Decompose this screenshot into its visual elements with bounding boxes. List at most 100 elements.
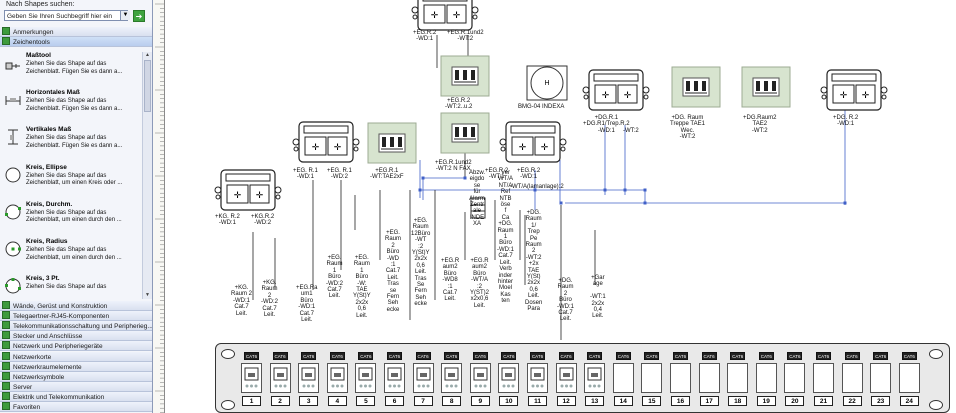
port-number: 12 xyxy=(556,396,576,406)
stencil-category[interactable]: Favoriten xyxy=(0,402,152,412)
patch-port[interactable] xyxy=(784,363,806,393)
patch-port[interactable] xyxy=(813,363,834,393)
patch-port[interactable] xyxy=(612,363,634,393)
search-dropdown-button[interactable]: ▼ xyxy=(120,11,130,20)
shape-list-scrollbar[interactable]: ▲ ▼ xyxy=(142,52,152,299)
outlet-label: +EG.R.1 -WT:TAE2xF xyxy=(370,168,404,181)
cable-label: Ver WT/A NT/A Ref NTB öse f Ca +DG. Raum… xyxy=(497,170,514,305)
stencil-category[interactable]: Stecker und Anschlüsse xyxy=(0,331,152,342)
smoke-detector-icon[interactable]: H xyxy=(525,64,569,109)
stencil-icon xyxy=(2,371,10,380)
patch-port[interactable] xyxy=(698,363,720,393)
port-category-badge: CAT6 xyxy=(816,352,831,360)
svg-text:✛: ✛ xyxy=(519,143,527,153)
tae-outlet[interactable] xyxy=(671,66,721,113)
patch-port[interactable] xyxy=(441,363,463,393)
stencil-category[interactable]: Netzwerksymbole xyxy=(0,371,152,382)
scroll-down-icon[interactable]: ▼ xyxy=(145,292,150,298)
port-category-badge: CAT6 xyxy=(501,352,517,360)
stencil-icon xyxy=(2,361,10,370)
network-outlet-double[interactable]: ✛ ✛ xyxy=(291,120,361,169)
patch-port[interactable] xyxy=(555,363,577,393)
scrollbar-thumb[interactable] xyxy=(144,60,151,112)
stencil-category-label: Wände, Gerüst und Konstruktion xyxy=(13,303,108,310)
stencil-category-label: Netzwerk und Peripheriegeräte xyxy=(13,343,103,351)
port-number: 17 xyxy=(699,396,719,406)
network-outlet-double[interactable]: ✛ ✛ xyxy=(410,0,480,37)
search-go-button[interactable]: ➔ xyxy=(133,10,145,22)
patch-port[interactable] xyxy=(670,363,691,393)
search-input[interactable]: Geben Sie Ihren Suchbegriff hier ein xyxy=(4,10,128,21)
shape-description: Ziehen Sie das Shape auf das Zeichenblat… xyxy=(26,61,123,75)
shape-item[interactable]: Horizontales Maß Ziehen Sie das Shape au… xyxy=(0,89,142,127)
svg-text:✛: ✛ xyxy=(312,143,320,153)
patch-port[interactable] xyxy=(355,363,377,393)
patch-port[interactable] xyxy=(326,363,348,393)
category-zeichentools[interactable]: Zeichentools xyxy=(0,37,152,47)
stencil-category[interactable]: Netzwerkorte xyxy=(0,351,152,362)
port-number: 14 xyxy=(613,396,633,406)
outlet-label: -WT:2 xyxy=(623,128,639,134)
network-outlet-double[interactable]: ✛ ✛ xyxy=(213,168,283,217)
circle-radius-icon xyxy=(4,240,22,258)
patch-port[interactable] xyxy=(755,363,777,393)
svg-text:✛: ✛ xyxy=(453,11,461,21)
network-outlet-double[interactable]: ✛ ✛ xyxy=(581,68,651,117)
port-number: 3 xyxy=(299,396,319,406)
patch-port[interactable] xyxy=(727,363,749,393)
stencil-category[interactable]: Wände, Gerüst und Konstruktion xyxy=(0,301,152,311)
tae-outlet[interactable] xyxy=(741,66,791,113)
shape-description: Ziehen Sie das Shape auf das Zeichenblat… xyxy=(26,209,122,224)
stencil-category[interactable]: Netzwerk und Peripheriegeräte xyxy=(0,341,152,352)
port-category-badge: CAT6 xyxy=(787,352,803,360)
port-category-badge: CAT6 xyxy=(701,352,717,360)
port-number: 18 xyxy=(728,396,748,406)
stencil-icon xyxy=(2,341,10,350)
patch-port[interactable] xyxy=(841,363,863,393)
patch-port[interactable] xyxy=(384,363,405,393)
stencil-category[interactable]: Telekommunikationsschaltung und Peripher… xyxy=(0,321,152,332)
stencil-category[interactable]: Netzwerkraumelemente xyxy=(0,361,152,372)
shape-item[interactable]: Maßtool Ziehen Sie das Shape auf das Zei… xyxy=(0,52,142,90)
alarm-junction-box[interactable] xyxy=(470,197,486,224)
patch-port[interactable] xyxy=(870,363,892,393)
patch-port[interactable] xyxy=(298,363,320,393)
stencil-category-label: Stecker und Anschlüsse xyxy=(13,333,83,341)
outlet-label: +DG.R.1 +DG.R1/Trep.R.2 -WD:1 xyxy=(583,115,630,134)
shape-item[interactable]: Kreis, 3 Pt. Ziehen Sie das Shape auf da… xyxy=(0,275,142,313)
outlet-label: +EG.R.2 -WD:1 xyxy=(413,30,437,43)
port-category-badge: CAT6 xyxy=(873,352,889,360)
patch-port[interactable] xyxy=(412,363,434,393)
port-number: 23 xyxy=(871,396,891,406)
patch-port[interactable] xyxy=(584,363,606,393)
shape-item[interactable]: Kreis, Durchm. Ziehen Sie das Shape auf … xyxy=(0,201,142,239)
shape-item[interactable]: Vertikales Maß Ziehen Sie das Shape auf … xyxy=(0,126,142,164)
patch-port[interactable] xyxy=(241,363,262,393)
stencil-category[interactable]: Telegaertner-RJ45-Komponenten xyxy=(0,311,152,322)
network-outlet-double[interactable]: ✛ ✛ xyxy=(819,68,889,117)
cable-label: +EG.Ra um1 Büro -WD:1 Cat.7 Leit. xyxy=(296,285,318,324)
shape-item[interactable]: Kreis, Radius Ziehen Sie das Shape auf d… xyxy=(0,238,142,276)
patch-port[interactable] xyxy=(269,363,291,393)
patch-port[interactable] xyxy=(641,363,663,393)
patch-port[interactable] xyxy=(527,363,548,393)
svg-text:✛: ✛ xyxy=(431,11,439,21)
port-number: 22 xyxy=(842,396,862,406)
stencil-category[interactable]: Server xyxy=(0,381,152,392)
stencil-category[interactable]: Elektrik und Telekommunikation xyxy=(0,391,152,402)
tae-outlet[interactable] xyxy=(440,112,490,159)
patch-port[interactable] xyxy=(498,363,520,393)
category-anmerkungen[interactable]: Anmerkungen xyxy=(0,27,152,37)
shape-item[interactable]: Kreis, Ellipse Ziehen Sie das Shape auf … xyxy=(0,164,142,202)
network-outlet-double[interactable]: ✛ ✛ xyxy=(498,120,568,169)
port-category-badge: CAT6 xyxy=(558,352,574,360)
tae-outlet[interactable] xyxy=(440,55,490,102)
drawing-canvas[interactable]: ✛ ✛ ✛ ✛ ✛ ✛ xyxy=(165,0,956,413)
cable-label: +EG.R aum2 Büro -WT/A :2 Y(ST)2 x2x0,6 L… xyxy=(470,258,490,309)
port-number: 10 xyxy=(499,396,519,406)
patch-port[interactable] xyxy=(469,363,491,393)
tae-outlet[interactable] xyxy=(367,122,417,169)
scroll-up-icon[interactable]: ▲ xyxy=(145,52,150,58)
patch-port[interactable] xyxy=(898,363,920,393)
